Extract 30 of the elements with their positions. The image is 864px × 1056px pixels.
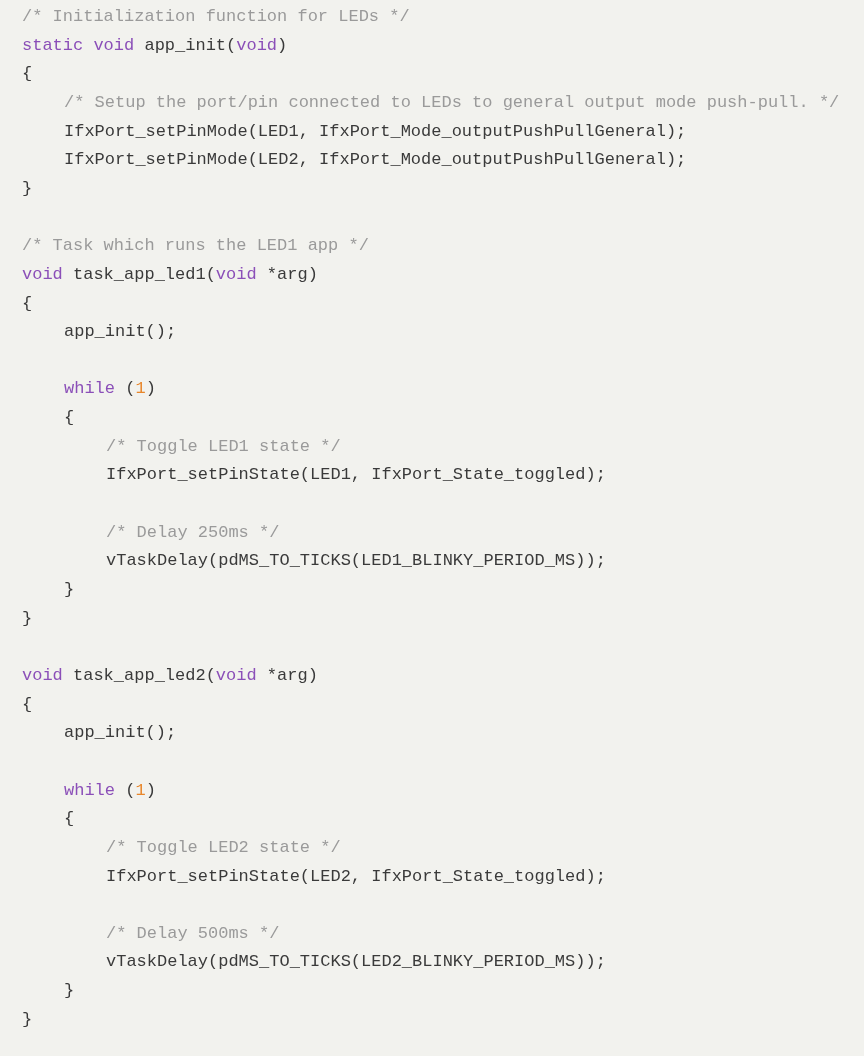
code-comment: /* Initialization function for LEDs */ [22, 6, 410, 28]
code-line: void task_app_led1(void *arg) [22, 263, 318, 286]
code-line: while (1) [64, 378, 156, 401]
code-line: IfxPort_setPinMode(LED2, IfxPort_Mode_outputPushPullGeneral); [64, 149, 687, 172]
code-comment: /* Toggle LED2 state */ [106, 836, 341, 859]
code-comment: /* Delay 250ms */ [106, 521, 280, 544]
code-line: } [22, 1008, 33, 1031]
code-line: vTaskDelay(pdMS_TO_TICKS(LED2_BLINKY_PERIOD_MS)); [106, 951, 606, 974]
code-line: vTaskDelay(pdMS_TO_TICKS(LED1_BLINKY_PERIOD_MS)); [106, 550, 606, 573]
code-line: } [22, 177, 33, 200]
code-line: while (1) [64, 779, 156, 802]
code-line: { [22, 63, 33, 86]
code-line: IfxPort_setPinState(LED1, IfxPort_State_toggled); [106, 464, 606, 487]
code-line: } [64, 579, 75, 601]
code-line: { [64, 808, 75, 831]
code-comment: /* Toggle LED1 state */ [106, 435, 341, 458]
code-line: app_init(); [64, 722, 177, 745]
code-comment: /* Task which runs the LED1 app */ [22, 235, 369, 258]
code-line: app_init(); [64, 321, 177, 344]
code-line: } [22, 607, 33, 630]
code-line: } [64, 980, 75, 1003]
code-line: void task_app_led2(void *arg) [22, 664, 318, 687]
code-line: { [22, 693, 33, 716]
code-line: { [22, 292, 33, 315]
code-line: static void app_init(void) [22, 34, 288, 57]
code-line: IfxPort_setPinMode(LED1, IfxPort_Mode_outputPushPullGeneral); [64, 120, 687, 143]
code-line: IfxPort_setPinState(LED2, IfxPort_State_toggled); [106, 865, 606, 888]
code-comment: /* Setup the port/pin connected to LEDs to general output mode push-pull. */ [64, 91, 840, 114]
code-comment: /* Delay 500ms */ [106, 922, 280, 945]
code-line: { [64, 407, 75, 430]
